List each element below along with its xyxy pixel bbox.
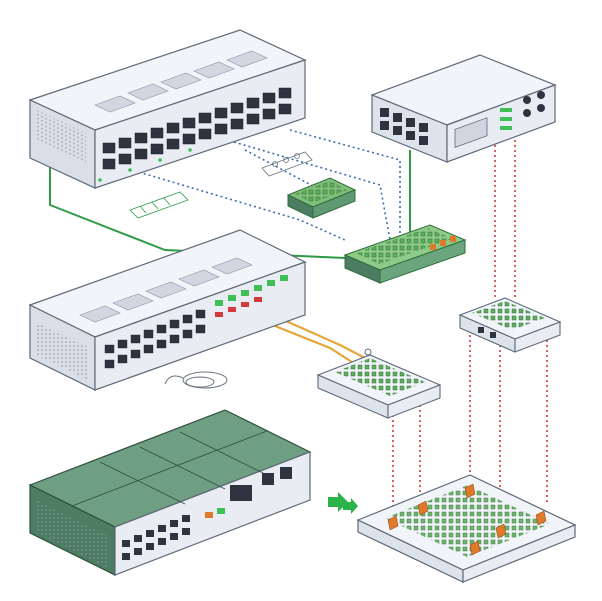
appliance-display [454, 117, 488, 148]
appliance-status-leds [500, 108, 512, 130]
vent-left [36, 109, 86, 164]
panel-side-vent [36, 322, 88, 380]
ribbon-cable-icon-2 [261, 151, 313, 177]
small-green-module [286, 177, 357, 219]
bottom-green-chassis [28, 409, 312, 576]
switch-port-grid [102, 87, 292, 170]
ribbon-cable-icon [129, 191, 189, 219]
cable-coil-icon [164, 371, 228, 389]
blue-dotted-link-1 [209, 134, 391, 241]
orange-cable-2 [259, 318, 353, 363]
bottom-breakout-board [356, 474, 577, 583]
top-vents [94, 50, 268, 113]
chassis-ports [122, 467, 292, 560]
right-network-appliance [370, 54, 557, 163]
hub-connectors [430, 236, 456, 250]
double-arrow-right-icon [328, 492, 358, 514]
center-hub-board [343, 224, 467, 284]
panel-ports [104, 275, 288, 369]
center-small-router [316, 348, 442, 419]
router-antenna [364, 348, 372, 356]
appliance-ports [380, 108, 428, 145]
blue-dotted-link-2 [114, 164, 346, 241]
chassis-side-vent [36, 500, 108, 568]
middle-patch-panel [28, 229, 307, 391]
top-rack-switch [28, 29, 307, 189]
right-small-router [458, 297, 562, 353]
chassis-top-seams [71, 430, 268, 507]
appliance-round-jacks [523, 91, 545, 117]
panel-top-vents [79, 257, 253, 323]
breakout-connectors [387, 483, 547, 556]
